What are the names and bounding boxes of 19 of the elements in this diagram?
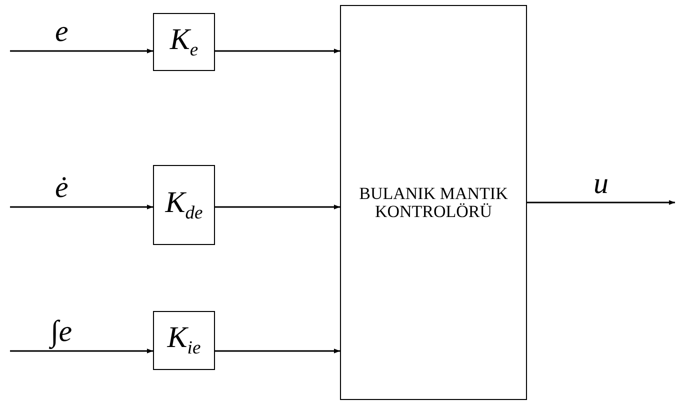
arrow [215,348,340,354]
arrow [10,48,153,54]
signal-label: ė [55,173,68,203]
gain-label: K$_{de}$ [165,186,203,224]
arrow [215,204,340,210]
signal-label: e [55,17,68,47]
signal-label: u [594,168,608,198]
gain-label: K$_{e}$ [170,22,198,62]
arrow [215,48,340,54]
gain-block [153,311,215,370]
arrow [10,348,153,354]
gain-block [153,165,215,245]
controller-block [340,5,527,400]
gain-label: K$_{ie}$ [167,321,201,360]
block-label: BULANIK MANTIK KONTROLÖRÜ [358,184,509,220]
gain-block [153,13,215,71]
arrow [10,204,153,210]
signal-label: ∫e [50,317,72,347]
arrow [527,200,675,205]
